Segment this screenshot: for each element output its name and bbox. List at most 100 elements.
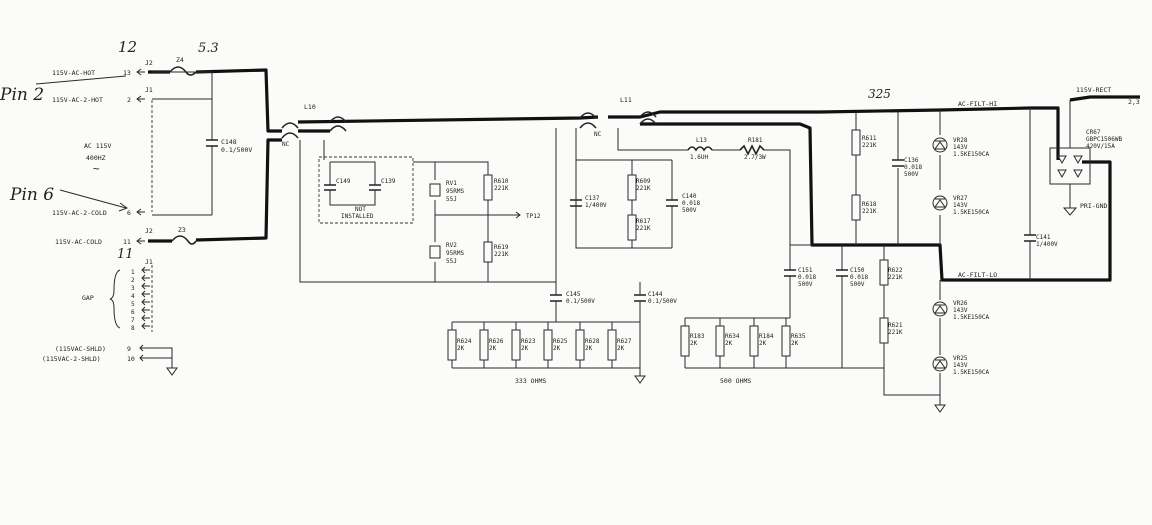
label-500-ohms: 500 OHMS <box>720 377 751 385</box>
svg-text:R623: R623 <box>521 338 536 345</box>
svg-text:VR25: VR25 <box>953 355 968 362</box>
svg-text:143V: 143V <box>953 307 968 314</box>
bank-500-ohms: C151 0.018 500V C150 0.018 500V R622 221… <box>680 245 940 396</box>
varistor-section: RV1 95RMS 55J R610 221K TP12 RV2 95RMS 5… <box>413 161 541 282</box>
svg-text:R181: R181 <box>748 137 763 144</box>
shield-2-label: (115VAC-2-SHLD) <box>42 355 101 363</box>
svg-text:R618: R618 <box>862 201 877 208</box>
svg-text:55J: 55J <box>446 258 457 265</box>
svg-text:R625: R625 <box>553 338 568 345</box>
net-ac-cold: 115V-AC-COLD <box>55 238 102 246</box>
bridge-cr67: CR67 GBPC1506WB 420V/15A 115V-RECT 2,3 P… <box>1049 86 1140 216</box>
svg-text:R628: R628 <box>585 338 600 345</box>
svg-text:0.1/500V: 0.1/500V <box>566 298 595 305</box>
svg-text:VR27: VR27 <box>953 195 968 202</box>
svg-text:143V: 143V <box>953 144 968 151</box>
gap-pin-arrows <box>141 266 150 330</box>
arrow-cold <box>136 237 145 245</box>
ferrite-z3: Z3 <box>171 226 197 245</box>
svg-text:0.018: 0.018 <box>850 274 868 281</box>
l13-r181-branch: L13 1.6UH R181 2.7/3W <box>680 137 812 246</box>
svg-text:R626: R626 <box>489 338 504 345</box>
label-ac-filt-hi: AC-FILT-HI <box>958 100 997 108</box>
arrow-ac2-hot <box>136 95 145 103</box>
svg-text:R611: R611 <box>862 135 877 142</box>
svg-text:221K: 221K <box>862 142 877 149</box>
svg-text:221K: 221K <box>888 274 903 281</box>
svg-text:R627: R627 <box>617 338 632 345</box>
svg-text:C151: C151 <box>798 267 813 274</box>
svg-text:5: 5 <box>131 301 135 308</box>
net-ac2-cold: 115V-AC-2-COLD <box>52 209 107 217</box>
handwritten-pin6: Pin 6 <box>9 185 54 205</box>
ac-symbol: ~ <box>93 162 100 175</box>
svg-text:C136: C136 <box>904 157 919 164</box>
svg-text:C141: C141 <box>1036 234 1051 241</box>
svg-text:221K: 221K <box>636 185 651 192</box>
svg-text:2K: 2K <box>457 345 465 352</box>
label-115v-rect: 115V-RECT <box>1076 86 1111 94</box>
svg-text:2K: 2K <box>690 340 698 347</box>
bank-333-ohms: C145 0.1/500V C144 0.1/500V R624 2K R626… <box>447 282 677 385</box>
svg-text:0.1/500V: 0.1/500V <box>648 298 677 305</box>
svg-text:221K: 221K <box>862 208 877 215</box>
svg-text:500V: 500V <box>904 171 919 178</box>
bridge-feed <box>1030 106 1060 160</box>
svg-text:VR26: VR26 <box>953 300 968 307</box>
svg-text:221K: 221K <box>888 329 903 336</box>
svg-text:0.018: 0.018 <box>904 164 922 171</box>
handwritten-5-3: 5.3 <box>198 41 219 56</box>
handwritten-325: 325 <box>868 87 891 101</box>
svg-text:221K: 221K <box>494 185 509 192</box>
svg-text:2K: 2K <box>521 345 529 352</box>
svg-text:VR28: VR28 <box>953 137 968 144</box>
rect-output <box>1069 95 1140 102</box>
not-installed-block: C149 C139 NOT INSTALLED <box>318 156 414 224</box>
svg-text:0.018: 0.018 <box>798 274 816 281</box>
svg-text:L10: L10 <box>304 103 316 111</box>
arrow-hot <box>136 68 145 76</box>
tvs-lower: VR26 143V 1.5KE150CA VR25 143V 1.5KE150C… <box>932 280 990 413</box>
svg-text:TP12: TP12 <box>526 213 541 220</box>
label-pri-gnd: PRI-GND <box>1080 202 1107 210</box>
svg-text:R624: R624 <box>457 338 472 345</box>
svg-text:NOT: NOT <box>355 206 366 213</box>
svg-text:2K: 2K <box>489 345 497 352</box>
svg-text:221K: 221K <box>494 251 509 258</box>
svg-text:2: 2 <box>131 277 135 284</box>
svg-text:R617: R617 <box>636 218 651 225</box>
svg-text:C144: C144 <box>648 291 663 298</box>
svg-text:C150: C150 <box>850 267 865 274</box>
svg-text:4: 4 <box>131 293 135 300</box>
svg-text:RV2: RV2 <box>446 242 457 249</box>
svg-text:C149: C149 <box>336 178 351 185</box>
svg-text:2K: 2K <box>759 340 767 347</box>
cold-wire-b <box>195 138 282 242</box>
ac-input-label-2: 400HZ <box>86 154 106 162</box>
svg-text:0.018: 0.018 <box>682 200 700 207</box>
svg-text:C137: C137 <box>585 195 600 202</box>
handwritten-11: 11 <box>117 247 134 262</box>
svg-text:55J: 55J <box>446 196 457 203</box>
svg-text:2K: 2K <box>585 345 593 352</box>
cap-c148: C148 0.1/500V <box>152 71 252 216</box>
hot-wire-b <box>195 68 282 133</box>
svg-text:Z4: Z4 <box>176 56 184 64</box>
svg-text:RV1: RV1 <box>446 180 457 187</box>
svg-text:R635: R635 <box>791 333 806 340</box>
j2-bottom: J2 <box>145 227 153 235</box>
filt-hi-bus <box>608 106 1031 119</box>
svg-text:8: 8 <box>131 325 135 332</box>
svg-text:95RMS: 95RMS <box>446 188 464 195</box>
ac-input-label-1: AC 115V <box>84 142 111 150</box>
net-ac-hot: 115V-AC-HOT <box>52 69 95 77</box>
svg-text:7: 7 <box>131 317 135 324</box>
svg-text:3: 3 <box>131 285 135 292</box>
pin6-pointer <box>59 189 129 212</box>
svg-text:143V: 143V <box>953 202 968 209</box>
svg-text:C140: C140 <box>682 193 697 200</box>
shield-pin-10: 10 <box>127 355 135 363</box>
svg-text:6: 6 <box>131 309 135 316</box>
